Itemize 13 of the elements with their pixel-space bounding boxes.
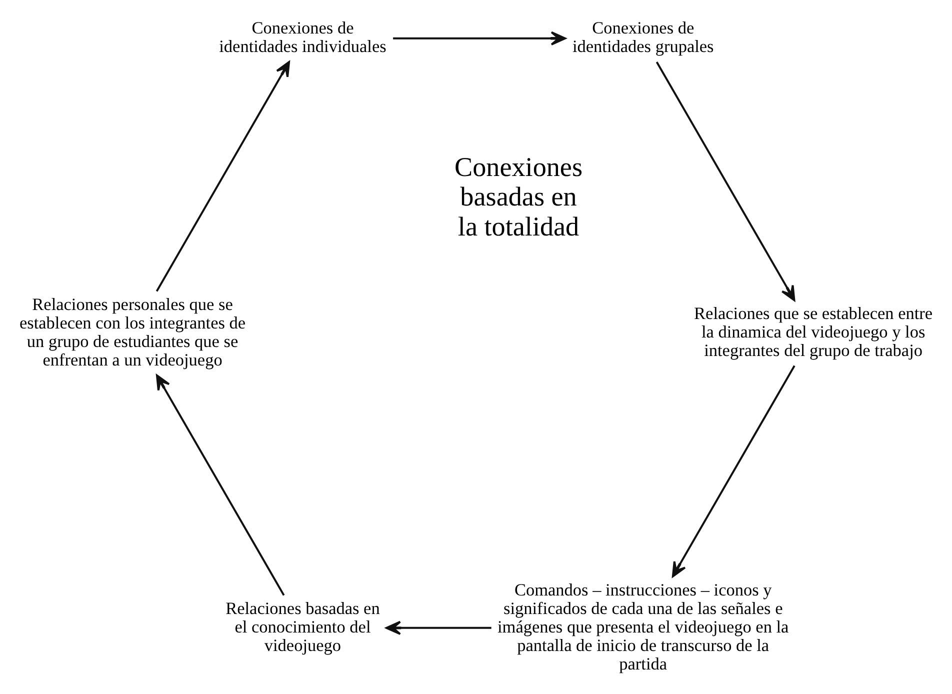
- node-text: Conexiones de identidades individuales: [219, 18, 386, 56]
- node-text: Relaciones que se establecen entre la dinamica del videojuego y los integrantes del grupo de trabajo: [694, 304, 933, 360]
- node-text: Relaciones basadas en el conocimiento del videojuego: [226, 598, 380, 655]
- arrow: [656, 61, 796, 302]
- node-text: Comandos – instrucciones – iconos y significados de cada una de las señales e imágenes que presenta el videojuego en la pantalla de inicio de transcurso de la partida: [498, 580, 789, 674]
- arrow: [386, 620, 492, 635]
- arrow: [393, 31, 566, 46]
- arrow: [156, 61, 290, 292]
- arrow: [672, 365, 796, 578]
- arrow: [156, 374, 285, 596]
- label: Conexiones basadas en la totalidad: [454, 152, 583, 242]
- node-text: Conexiones de identidades grupales: [572, 18, 714, 56]
- node-text: Relaciones personales que se establecen con los integrantes de un grupo de estudiantes que se enfrentan a un videojuego: [19, 294, 246, 370]
